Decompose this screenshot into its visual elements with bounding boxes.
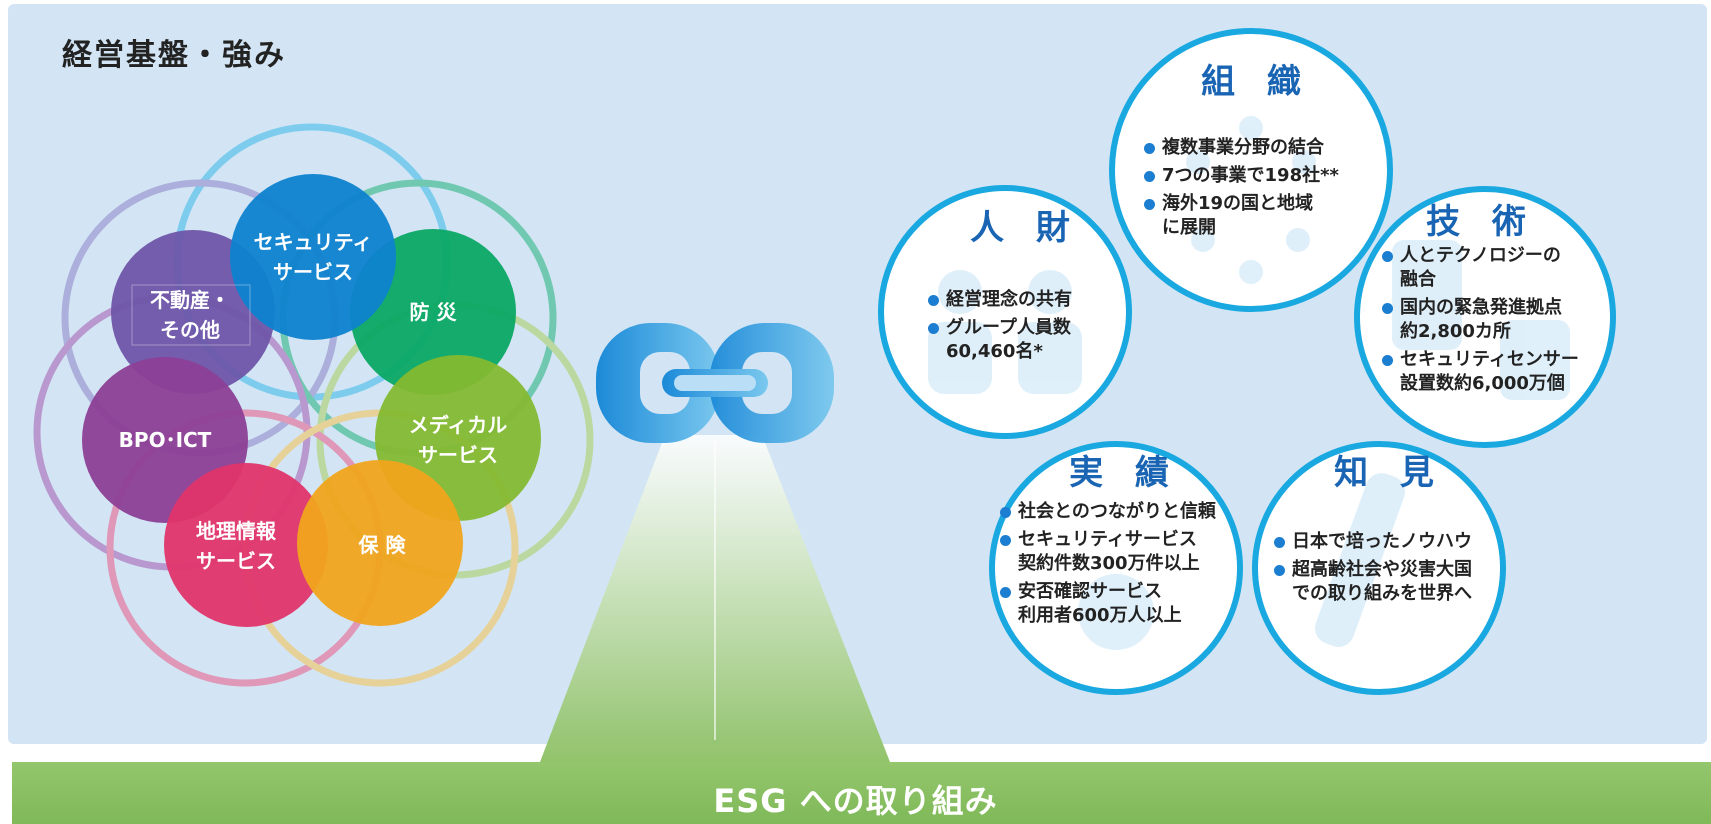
strength-title-technology: 技 術 (1426, 202, 1536, 242)
strength-title-knowledge: 知 見 (1334, 453, 1444, 493)
segment-label-realestate: 不動産・ その他 (150, 288, 230, 342)
segment-label-bpo: BPO･ICT (118, 428, 212, 452)
list-item: グループ人員数 60,460名* (926, 316, 1072, 364)
strength-circle-organization (1109, 28, 1393, 312)
segment-label-security: セキュリティ サービス (253, 230, 373, 284)
network-icon (1239, 116, 1263, 140)
list-item: 7つの事業で198社** (1142, 164, 1339, 188)
strength-list-track-record: 社会とのつながりと信頼 セキュリティサービス 契約件数300万件以上 安否確認サ… (998, 500, 1216, 632)
strength-circle-track-record (989, 441, 1243, 695)
esg-bar (12, 762, 1711, 824)
page-title: 経営基盤・強み (62, 38, 286, 73)
list-item: 安否確認サービス 利用者600万人以上 (998, 580, 1216, 628)
chain-link-icon (596, 323, 834, 443)
strength-list-knowledge: 日本で培ったノウハウ 超高齢社会や災害大国 での取り組みを世界へ (1272, 530, 1472, 610)
handshake-icon (1078, 574, 1154, 650)
list-item: 人とテクノロジーの 融合 (1380, 244, 1579, 292)
segment-circle-security (230, 174, 396, 340)
map-icon (1314, 473, 1406, 647)
strength-title-people: 人 財 (970, 208, 1080, 248)
segment-label-insurance: 保 険 (358, 533, 406, 557)
esg-label: ESG への取り組み (713, 782, 998, 820)
segment-circles (82, 174, 541, 627)
segment-label-geo: 地理情報 サービス (196, 519, 276, 573)
strength-title-track-record: 実 績 (1069, 453, 1179, 493)
list-item: 経営理念の共有 (926, 288, 1072, 312)
list-item: 国内の緊急発進拠点 約2,800カ所 (1380, 296, 1579, 344)
list-item: セキュリティサービス 契約件数300万件以上 (998, 528, 1216, 576)
list-item: 日本で培ったノウハウ (1272, 530, 1472, 554)
technology-icon (1392, 240, 1462, 350)
strength-list-technology: 人とテクノロジーの 融合 国内の緊急発進拠点 約2,800カ所 セキュリティセン… (1380, 244, 1579, 400)
list-item: 社会とのつながりと信頼 (998, 500, 1216, 524)
segment-label-disaster: 防 災 (409, 300, 457, 324)
list-item: 複数事業分野の結合 (1142, 136, 1339, 160)
segment-circle-geo (164, 463, 328, 627)
strength-list-organization: 複数事業分野の結合 7つの事業で198社** 海外19の国と地域 に展開 (1142, 136, 1339, 244)
segment-circle-insurance (297, 460, 463, 626)
segment-label-medical: メディカル サービス (408, 413, 508, 467)
realestate-label-frame (131, 284, 251, 346)
list-item: セキュリティセンサー 設置数約6,000万個 (1380, 348, 1579, 396)
strength-title-organization: 組 織 (1201, 62, 1311, 102)
strength-list-people: 経営理念の共有 グループ人員数 60,460名* (926, 288, 1072, 368)
list-item: 超高齢社会や災害大国 での取り組みを世界へ (1272, 558, 1472, 606)
people-icon (938, 270, 982, 314)
strength-watermarks (928, 116, 1570, 650)
list-item: 海外19の国と地域 に展開 (1142, 192, 1339, 240)
